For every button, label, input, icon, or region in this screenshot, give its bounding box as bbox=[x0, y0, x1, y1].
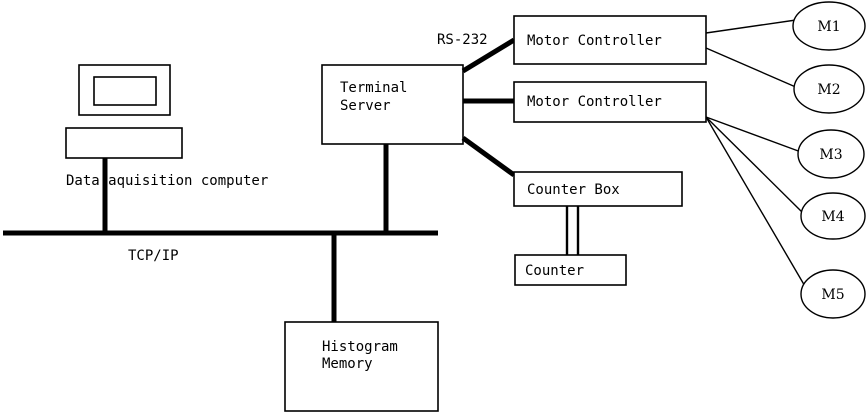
rs232-link-motor-controller-1 bbox=[461, 37, 516, 74]
motor-m1-label: M1 bbox=[817, 19, 840, 35]
histogram-memory-label-line1: Histogram bbox=[322, 339, 398, 355]
motor-controller-2-label: Motor Controller bbox=[527, 94, 662, 110]
terminal-server-label-line1: Terminal bbox=[340, 80, 407, 96]
histogram-memory-label-line2: Memory bbox=[322, 356, 373, 372]
motor-m2-ellipse bbox=[793, 64, 865, 114]
motor-m4-label: M4 bbox=[821, 209, 844, 225]
motor-node-m4: M4 bbox=[800, 192, 866, 240]
rs232-link-counter-box bbox=[461, 135, 516, 178]
terminal-server-box bbox=[321, 64, 464, 145]
rs232-label: RS-232 bbox=[437, 32, 488, 48]
motor-node-m5: M5 bbox=[800, 269, 866, 319]
motor-link-m4 bbox=[705, 116, 805, 215]
computer-base-icon bbox=[65, 127, 183, 159]
motor-controller-1-box bbox=[513, 15, 707, 65]
motor-m2-label: M2 bbox=[817, 82, 840, 98]
computer-label: Data aquisition computer bbox=[66, 173, 268, 189]
motor-link-m3 bbox=[705, 116, 802, 153]
data-acquisition-computer bbox=[65, 64, 183, 159]
monitor-screen-icon bbox=[93, 76, 157, 106]
tcpip-label: TCP/IP bbox=[128, 248, 179, 264]
motor-link-m1 bbox=[705, 19, 797, 34]
counter-box-small bbox=[514, 254, 627, 286]
motor-node-m3: M3 bbox=[797, 129, 865, 179]
motor-m1-ellipse bbox=[792, 1, 866, 51]
counter-box-label: Counter Box bbox=[527, 182, 620, 198]
counter-label: Counter bbox=[525, 263, 584, 279]
motor-link-m5 bbox=[705, 116, 807, 289]
motor-node-m1: M1 bbox=[792, 1, 866, 51]
motor-controller-2-box bbox=[513, 81, 707, 123]
motor-node-m2: M2 bbox=[793, 64, 865, 114]
terminal-server-label-line2: Server bbox=[340, 98, 391, 114]
motor-m5-label: M5 bbox=[821, 287, 844, 303]
motor-link-m2 bbox=[705, 47, 799, 89]
histogram-memory-box bbox=[284, 321, 439, 412]
motor-controller-1-label: Motor Controller bbox=[527, 33, 662, 49]
counter-box bbox=[513, 171, 683, 207]
motor-m4-ellipse bbox=[800, 192, 866, 240]
motor-m5-ellipse bbox=[800, 269, 866, 319]
motor-m3-label: M3 bbox=[819, 147, 842, 163]
motor-m3-ellipse bbox=[797, 129, 865, 179]
